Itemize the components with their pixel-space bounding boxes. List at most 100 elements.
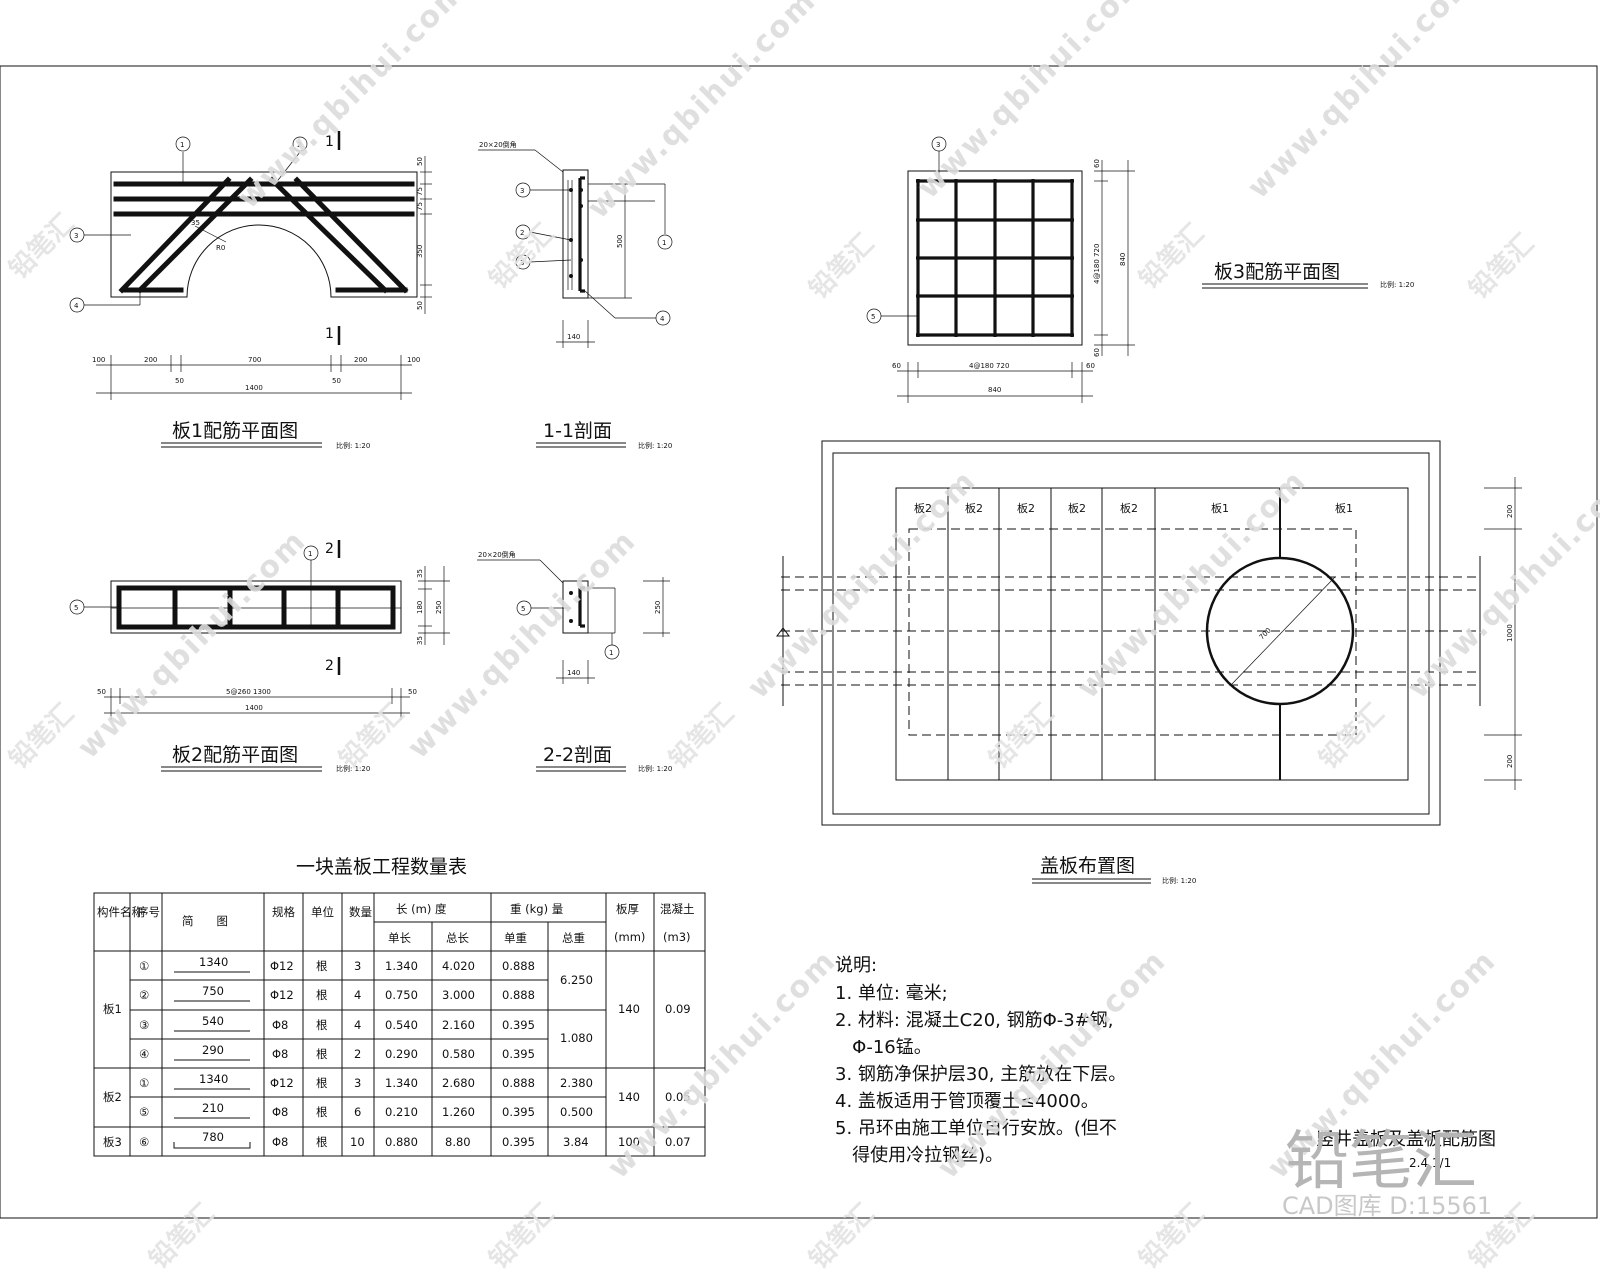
svg-text:Φ8: Φ8 [272, 1105, 288, 1119]
drawing-title: 竖井盖板及盖板配筋图 [1316, 1129, 1496, 1150]
scale-label: 比例: 1:20 [336, 441, 370, 450]
svg-text:Φ8: Φ8 [272, 1135, 288, 1149]
layout-panels [895, 487, 1409, 781]
callout-label: 4 [74, 302, 79, 310]
group-thickness: 140 [618, 1090, 640, 1104]
scale-label: 比例: 1:20 [638, 764, 672, 773]
dim-label: 50 [97, 688, 106, 696]
col-header-concrete-unit: (m3) [663, 930, 691, 944]
dim-label: 50 [175, 377, 184, 385]
panel-label: 板1 [1211, 501, 1229, 515]
scale-label: 比例: 1:20 [1162, 876, 1196, 885]
watermark-brand: 铅笔汇 [803, 1198, 880, 1275]
callout-label: 5 [871, 313, 875, 321]
watermark-brand: 铅笔汇 [483, 1198, 560, 1275]
dim-label: 5@260 1300 [226, 688, 271, 696]
col-header-w-total: 总重 [562, 931, 585, 945]
callout-circle [69, 227, 85, 243]
svg-text:②: ② [139, 988, 149, 1002]
dim-label: 60 [1093, 159, 1101, 168]
dim-label: 200 [1506, 505, 1514, 518]
dim-label: 1000 [1506, 624, 1514, 642]
svg-text:④: ④ [139, 1047, 149, 1061]
svg-text:①: ① [139, 959, 149, 973]
svg-text:2.380: 2.380 [560, 1076, 593, 1090]
callout-circle [292, 136, 308, 152]
plate3-title: 板3配筋平面图 [1214, 261, 1340, 283]
dim-label: 4@180 720 [969, 362, 1009, 370]
svg-text:4: 4 [354, 988, 361, 1002]
col-header-thickness: 板厚 [616, 902, 639, 916]
dim-radius: R0 [216, 244, 225, 252]
svg-text:Φ12: Φ12 [270, 988, 294, 1002]
watermark-text: www.qbihui.com [71, 523, 313, 765]
dim-label: 180 [416, 601, 424, 614]
section-1-1: 20×20倒角 3 2 3 1 4 500 140 1-1剖面 比例: 1:20 [478, 140, 673, 450]
sheet-number: 2.4 1/1 [1409, 1156, 1451, 1170]
col-header-unit: 单位 [311, 905, 334, 919]
notes-heading: 说明: [835, 955, 877, 976]
cover-note: 20×20倒角 [478, 550, 516, 559]
section-mark: 2 [325, 658, 334, 674]
plate2-plan: 1 5 2 2 35 180 35 250 50 5@260 1300 50 1… [69, 540, 450, 773]
group-name: 板1 [103, 1002, 122, 1016]
design-notes: 说明: 1. 单位: 毫米; 2. 材料: 混凝土C20, 钢筋Φ-3#钢, Φ… [835, 955, 1126, 1166]
callout-label: 1 [180, 141, 184, 149]
table-row: ④ 290 Φ8 根 2 0.290 0.580 0.395 [139, 1043, 535, 1061]
callout-label: 3 [520, 259, 524, 267]
note-line: 5. 吊环由施工单位自行安放。(但不 [835, 1118, 1117, 1139]
svg-text:2.160: 2.160 [442, 1018, 475, 1032]
note-line: 3. 钢筋净保护层30, 主筋放在下层。 [835, 1064, 1126, 1085]
panel-label: 板2 [914, 501, 932, 515]
group-concrete: 0.09 [665, 1002, 691, 1016]
panel-label: 板2 [1120, 501, 1138, 515]
svg-text:0.210: 0.210 [385, 1105, 418, 1119]
svg-text:根: 根 [316, 959, 328, 973]
dim-label: 50 [408, 688, 417, 696]
note-line: 4. 盖板适用于管顶覆土≤4000。 [835, 1091, 1099, 1112]
svg-text:0.395: 0.395 [502, 1105, 535, 1119]
section-mark: 1 [325, 326, 334, 342]
watermark-brand: 铅笔汇 [803, 228, 880, 305]
note-line: 2. 材料: 混凝土C20, 钢筋Φ-3#钢, [835, 1010, 1114, 1031]
watermark-text: www.qbihui.com [911, 0, 1153, 206]
dim-label: 1400 [245, 384, 263, 392]
scale-label: 比例: 1:20 [1380, 280, 1414, 289]
dim-label: 200 [354, 356, 367, 364]
svg-text:Φ12: Φ12 [270, 959, 294, 973]
watermark-brand: 铅笔汇 [1313, 698, 1390, 775]
svg-text:根: 根 [316, 988, 328, 1002]
scale-label: 比例: 1:20 [336, 764, 370, 773]
callout-label: 4 [660, 315, 665, 323]
svg-text:根: 根 [316, 1105, 328, 1119]
plate1-title: 板1配筋平面图 [172, 420, 298, 442]
col-header-w-single: 单重 [504, 931, 527, 945]
svg-text:0.888: 0.888 [502, 959, 535, 973]
dim-label: 60 [1086, 362, 1095, 370]
dim-label: 60 [892, 362, 901, 370]
plate1-diag-bar [293, 176, 409, 294]
svg-text:根: 根 [316, 1047, 328, 1061]
svg-text:8.80: 8.80 [445, 1135, 471, 1149]
callout-circle [69, 297, 85, 313]
svg-text:根: 根 [316, 1076, 328, 1090]
col-header-len-total: 总长 [446, 931, 469, 945]
group-w-total: 6.250 [560, 973, 593, 987]
group-w-total: 1.080 [560, 1031, 593, 1045]
svg-text:Φ12: Φ12 [270, 1076, 294, 1090]
table-row: ⑤ 210 Φ8 根 6 0.210 1.260 0.395 0.500 [139, 1101, 593, 1119]
group-thickness: 140 [618, 1002, 640, 1016]
table-row: ③ 540 Φ8 根 4 0.540 2.160 0.395 [139, 1014, 535, 1032]
svg-text:Φ8: Φ8 [272, 1047, 288, 1061]
brand-logo: 铅笔汇 [1285, 1125, 1477, 1199]
dim-label: 35 [416, 636, 424, 645]
svg-text:1340: 1340 [199, 1072, 228, 1086]
svg-text:0.290: 0.290 [385, 1047, 418, 1061]
svg-text:①: ① [139, 1076, 149, 1090]
svg-text:0.750: 0.750 [385, 988, 418, 1002]
svg-text:2: 2 [354, 1047, 361, 1061]
cover-note: 20×20倒角 [479, 140, 517, 149]
svg-text:0.500: 0.500 [560, 1105, 593, 1119]
watermark-text: www.qbihui.com [1241, 0, 1483, 206]
